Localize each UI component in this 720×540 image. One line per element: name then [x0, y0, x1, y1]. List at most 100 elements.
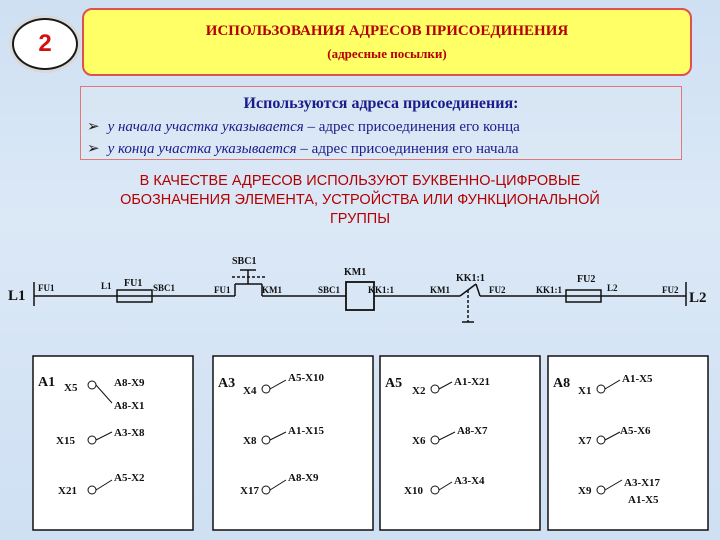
terminal-a1-t3: X21 — [58, 485, 77, 497]
block-a8-box — [547, 355, 709, 531]
wire-a8-x9 — [604, 479, 623, 491]
label-sbc1-b: SBC1 — [318, 285, 341, 295]
address-a1-2: A3-X8 — [114, 427, 145, 439]
address-a5-1: A1-X21 — [454, 376, 490, 388]
terminal-x9 — [596, 485, 606, 495]
wire-a5-x10 — [438, 481, 453, 491]
terminal-a1-t1: X5 — [64, 382, 78, 394]
rule-bullet-1: ➢ у начала участка указывается – адрес пр… — [87, 117, 520, 136]
address-a8-3b: A1-X5 — [628, 494, 659, 506]
title-banner: ИСПОЛЬЗОВАНИЯ АДРЕСОВ ПРИСОЕДИНЕНИЯ (адр… — [82, 8, 692, 76]
arrow-bullet-icon: ➢ — [87, 141, 100, 157]
fuse-fu1-symbol — [116, 289, 153, 303]
terminal-a3-t2: X8 — [243, 435, 257, 447]
block-a3-name: A3 — [218, 376, 235, 391]
label-l2: L2 — [607, 283, 618, 293]
wire-a5-x2 — [438, 381, 453, 390]
terminal-x8 — [261, 435, 271, 445]
address-a8-3: A3-X17 — [624, 477, 661, 489]
wire-a3-x17 — [269, 479, 287, 491]
label-fu2-symbol: FU2 — [577, 274, 595, 285]
block-a5-box — [379, 355, 541, 531]
label-fu2-a: FU2 — [489, 285, 506, 295]
block-a8-name: A8 — [553, 376, 570, 391]
address-a3-3: A8-X9 — [288, 472, 319, 484]
label-km1-symbol: KM1 — [344, 267, 366, 278]
rule-2-italic: у конца участка указывается — [107, 141, 297, 157]
label-fu2-b: FU2 — [662, 285, 679, 295]
terminal-x1 — [596, 384, 606, 394]
slide-number-badge: 2 — [12, 18, 78, 70]
label-kk11-a: KK1:1 — [368, 285, 394, 295]
label-fu1-b: FU1 — [214, 285, 231, 295]
slide-number: 2 — [38, 30, 52, 57]
terminal-x5 — [87, 380, 97, 390]
terminal-x21 — [87, 485, 97, 495]
wire-a1-x5 — [95, 384, 113, 404]
block-a3-box — [212, 355, 374, 531]
terminal-x17 — [261, 485, 271, 495]
block-a1-name: A1 — [38, 375, 55, 390]
label-km1-a: KM1 — [262, 285, 282, 295]
arrow-bullet-icon: ➢ — [87, 119, 100, 135]
label-fu1-symbol: FU1 — [124, 278, 142, 289]
label-kk11-b: KK1:1 — [536, 285, 562, 295]
rule-2-text: – адрес присоединения его начала — [296, 141, 519, 157]
rule-bullet-2: ➢ у конца участка указывается – адрес при… — [87, 139, 519, 158]
coil-km1-symbol — [345, 281, 375, 311]
wire-a5-x6 — [438, 431, 456, 441]
address-a5-3: A3-X4 — [454, 475, 485, 487]
wire-a1-x15 — [95, 431, 113, 441]
terminal-x2 — [430, 384, 440, 394]
wire-a3-x8 — [269, 431, 287, 441]
address-a3-2: A1-X15 — [288, 425, 325, 437]
circuit-wires — [33, 282, 687, 306]
label-kk11-symbol: KK1:1 — [456, 273, 485, 284]
rule-1-text: – адрес присоединения его конца — [303, 119, 520, 135]
block-a3: A3 X4 X8 X17 A5-X10 A1-X15 A8-X9 — [212, 355, 374, 531]
label-sbc1-symbol: SBC1 — [232, 256, 256, 267]
terminal-a8-t2: X7 — [578, 435, 592, 447]
circuit-start-label: L1 — [8, 288, 26, 304]
label-fu1-a: FU1 — [38, 283, 55, 293]
terminal-x4 — [261, 384, 271, 394]
terminal-a5-t3: X10 — [404, 485, 423, 497]
terminal-a8-t3: X9 — [578, 485, 592, 497]
terminal-a1-t2: X15 — [56, 435, 75, 447]
wire-a8-x7 — [604, 431, 621, 441]
label-km1-b: KM1 — [430, 285, 450, 295]
block-a5: A5 X2 X6 X10 A1-X21 A8-X7 A3-X4 — [379, 355, 541, 531]
terminal-a3-t1: X4 — [243, 385, 257, 397]
rule-1-italic: у начала участка указывается — [107, 119, 304, 135]
title-line-2: (адресные посылки) — [327, 46, 447, 61]
address-a8-2: A5-X6 — [620, 425, 651, 437]
terminal-a5-t1: X2 — [412, 385, 426, 397]
block-a8: A8 X1 X7 X9 A1-X5 A5-X6 A3-X17 A1-X5 — [547, 355, 709, 531]
title-line-1: ИСПОЛЬЗОВАНИЯ АДРЕСОВ ПРИСОЕДИНЕНИЯ — [205, 23, 569, 39]
terminal-a8-t1: X1 — [578, 385, 591, 397]
wire-a8-x1 — [604, 379, 621, 390]
terminal-x10 — [430, 485, 440, 495]
address-a1-1b: A8-X1 — [114, 400, 145, 412]
fuse-fu2-symbol — [565, 289, 602, 303]
label-sbc1-a: SBC1 — [153, 283, 176, 293]
wire-a1-x21 — [95, 479, 113, 491]
rules-heading: Используются адреса присоединения: — [243, 95, 519, 112]
address-a3-1: A5-X10 — [288, 372, 325, 384]
address-a1-3: A5-X2 — [114, 472, 145, 484]
addressing-note: В КАЧЕСТВЕ АДРЕСОВ ИСПОЛЬЗУЮТ БУКВЕННО-Ц… — [40, 172, 680, 229]
block-a5-name: A5 — [385, 376, 402, 391]
address-a1-1: A8-X9 — [114, 377, 145, 389]
terminal-x7 — [596, 435, 606, 445]
terminal-a3-t3: X17 — [240, 485, 259, 497]
terminal-a5-t2: X6 — [412, 435, 426, 447]
block-a1-box — [32, 355, 194, 531]
rules-panel: Используются адреса присоединения: ➢ у на… — [80, 86, 682, 160]
address-a8-1: A1-X5 — [622, 373, 653, 385]
wire-a3-x4 — [269, 379, 287, 390]
pushbutton-sbc1-symbol — [232, 269, 265, 285]
label-l1: L1 — [101, 281, 112, 291]
address-a5-2: A8-X7 — [457, 425, 488, 437]
contact-kk11-symbol — [459, 283, 481, 323]
